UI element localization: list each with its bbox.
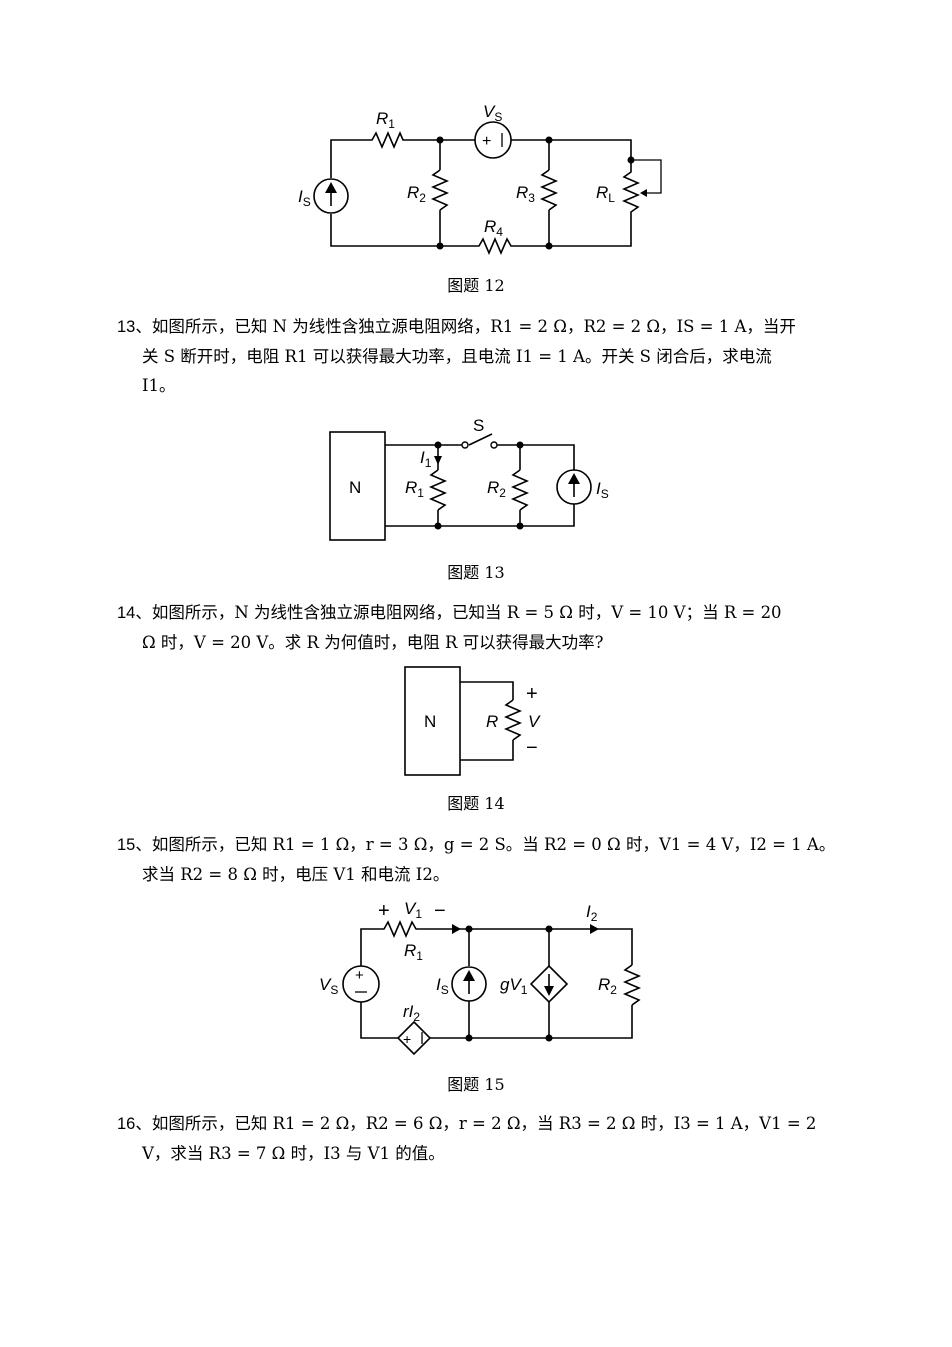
resistor-r2-icon bbox=[430, 169, 450, 211]
caption-figure-15: 图题 15 bbox=[447, 1075, 505, 1094]
svg-text:I2: I2 bbox=[586, 902, 598, 924]
switch-s-icon bbox=[468, 433, 493, 446]
current-source-is-icon bbox=[313, 178, 349, 214]
svg-text:R: R bbox=[486, 712, 498, 731]
caption-figure-14: 图题 14 bbox=[447, 794, 505, 813]
caption-figure-13: 图题 13 bbox=[447, 563, 505, 582]
svg-text:N: N bbox=[424, 712, 436, 731]
network-n-box bbox=[404, 666, 461, 776]
svg-text:R3: R3 bbox=[516, 183, 535, 205]
svg-text:VS: VS bbox=[319, 975, 338, 997]
svg-text:gV1: gV1 bbox=[500, 975, 528, 997]
svg-text:+: + bbox=[526, 683, 538, 705]
potentiometer-rl-icon bbox=[621, 160, 641, 215]
circuit-13: N S I1 R1 R2 IS bbox=[329, 416, 609, 541]
svg-text:R2: R2 bbox=[598, 975, 617, 997]
resistor-r1-icon bbox=[428, 469, 448, 511]
question-16-line-2: V，求当 R3 = 7 Ω 时，I3 与 V1 的值。 bbox=[142, 1144, 445, 1163]
svg-text:rI2: rI2 bbox=[403, 1002, 420, 1024]
svg-text:V1: V1 bbox=[404, 899, 422, 921]
svg-text:R1: R1 bbox=[405, 478, 424, 500]
voltage-source-vs-icon bbox=[474, 121, 512, 159]
svg-text:RL: RL bbox=[596, 183, 615, 205]
resistor-r3-icon bbox=[539, 169, 559, 211]
svg-text:R4: R4 bbox=[484, 217, 503, 239]
circuit-12: + R1 VS IS R2 R3 RL R4 bbox=[298, 102, 662, 256]
svg-text:IS: IS bbox=[298, 187, 311, 209]
svg-text:R1: R1 bbox=[404, 941, 423, 963]
resistor-r1-icon bbox=[381, 919, 421, 939]
circuit-15: + + + V1 − R1 I2 VS IS gV1 R2 rI2 bbox=[319, 899, 642, 1056]
svg-text:VS: VS bbox=[483, 102, 502, 124]
svg-text:IS: IS bbox=[436, 975, 449, 997]
question-14: 14、如图所示，N 为线性含独立源电阻网络，已知当 R = 5 Ω 时，V = … bbox=[117, 598, 842, 657]
question-14-line-2: Ω 时，V = 20 V。求 R 为何值时，电阻 R 可以获得最大功率? bbox=[142, 633, 604, 652]
resistor-r1-icon bbox=[369, 130, 405, 150]
question-15-line-1: 如图所示，已知 R1 = 1 Ω，r = 3 Ω，g = 2 S。当 R2 = … bbox=[151, 835, 836, 854]
circuit-14: N R + V − bbox=[404, 666, 541, 776]
svg-text:I1: I1 bbox=[420, 448, 432, 470]
svg-text:−: − bbox=[526, 737, 538, 759]
svg-text:R2: R2 bbox=[487, 478, 506, 500]
svg-text:R1: R1 bbox=[376, 109, 395, 131]
svg-text:V: V bbox=[528, 712, 541, 731]
svg-text:N: N bbox=[349, 478, 361, 497]
resistor-r-icon bbox=[503, 699, 523, 741]
question-15-line-2: 求当 R2 = 8 Ω 时，电压 V1 和电流 I2。 bbox=[142, 865, 450, 884]
question-13-line-3: I1。 bbox=[142, 376, 176, 395]
question-13: 13、如图所示，已知 N 为线性含独立源电阻网络，R1 = 2 Ω，R2 = 2… bbox=[117, 312, 842, 400]
svg-text:+: + bbox=[403, 1031, 411, 1047]
svg-text:R2: R2 bbox=[407, 183, 426, 205]
resistor-r2-icon bbox=[510, 469, 530, 511]
question-number: 14、 bbox=[117, 604, 152, 622]
question-16: 16、如图所示，已知 R1 = 2 Ω，R2 = 6 Ω，r = 2 Ω，当 R… bbox=[117, 1109, 842, 1168]
svg-text:S: S bbox=[473, 416, 484, 435]
resistor-r2-icon bbox=[622, 964, 642, 1006]
question-13-line-1: 如图所示，已知 N 为线性含独立源电阻网络，R1 = 2 Ω，R2 = 2 Ω，… bbox=[151, 317, 796, 336]
caption-figure-12: 图题 12 bbox=[447, 276, 505, 295]
svg-text:+: + bbox=[355, 967, 364, 984]
question-number: 16、 bbox=[117, 1115, 152, 1133]
resistor-r4-icon bbox=[476, 236, 514, 256]
svg-text:+: + bbox=[482, 133, 491, 150]
question-15: 15、如图所示，已知 R1 = 1 Ω，r = 3 Ω，g = 2 S。当 R2… bbox=[117, 830, 842, 889]
voltage-source-vs-icon bbox=[342, 965, 380, 1003]
dependent-voltage-source-icon bbox=[396, 1020, 432, 1056]
current-source-is-icon bbox=[556, 469, 592, 505]
svg-text:−: − bbox=[434, 900, 446, 922]
svg-text:IS: IS bbox=[596, 479, 609, 501]
network-n-box bbox=[329, 431, 386, 541]
question-16-line-1: 如图所示，已知 R1 = 2 Ω，R2 = 6 Ω，r = 2 Ω，当 R3 =… bbox=[151, 1114, 817, 1133]
svg-text:+: + bbox=[378, 900, 390, 922]
question-14-line-1: 如图所示，N 为线性含独立源电阻网络，已知当 R = 5 Ω 时，V = 10 … bbox=[151, 603, 782, 622]
question-13-line-2: 关 S 断开时，电阻 R1 可以获得最大功率，且电流 I1 = 1 A。开关 S… bbox=[142, 347, 772, 366]
question-number: 15、 bbox=[117, 836, 152, 854]
question-number: 13、 bbox=[117, 318, 152, 336]
